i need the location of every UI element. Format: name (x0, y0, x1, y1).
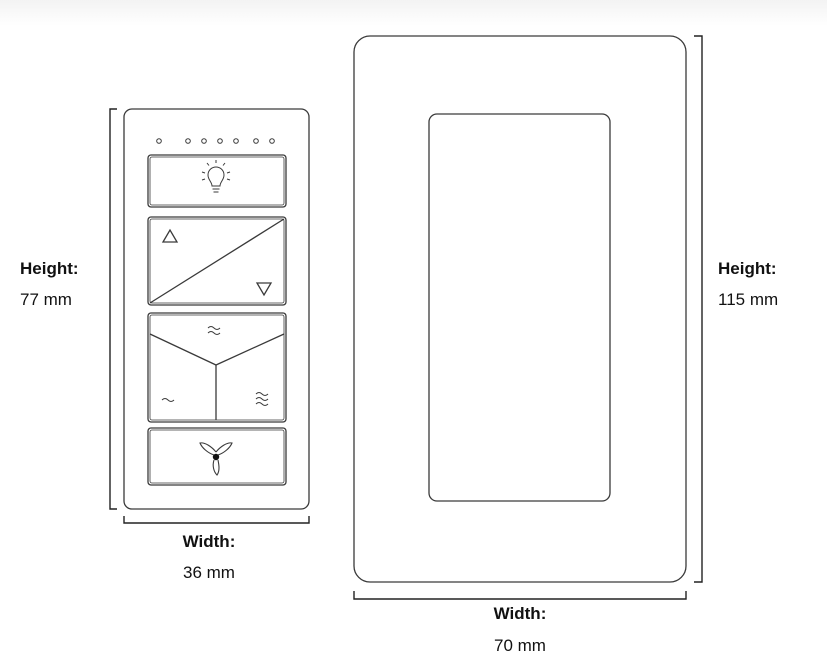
light-button[interactable] (147, 154, 287, 208)
wallplate-height-bracket (694, 35, 703, 583)
wallplate-width-bracket (353, 591, 687, 600)
indicator-dot (156, 138, 162, 144)
fan-button[interactable] (147, 427, 287, 486)
wallplate-outer (353, 35, 687, 583)
dimmer-rocker[interactable] (147, 216, 287, 306)
remote-width-value: 36 mm (183, 563, 235, 582)
remote-height-value: 77 mm (20, 290, 72, 309)
wave-medium-icon[interactable] (207, 326, 221, 335)
indicator-dots (156, 138, 275, 144)
wave-low-icon[interactable] (161, 398, 175, 402)
wallplate (353, 35, 687, 583)
fan-speed-pad[interactable] (147, 312, 287, 423)
wallplate-height-value: 115 mm (718, 290, 779, 309)
remote-width-bracket (123, 516, 310, 524)
wave-high-icon[interactable] (255, 392, 269, 406)
triangle-up-icon[interactable] (161, 228, 179, 243)
remote-width-label: Width: (182, 532, 236, 551)
wallplate-opening (428, 113, 611, 502)
indicator-dot (217, 138, 223, 144)
indicator-dot (201, 138, 207, 144)
indicator-dot (253, 138, 259, 144)
remote-body (123, 108, 310, 510)
wallplate-width-label: Width: (493, 604, 547, 623)
top-shadow-band (0, 0, 827, 26)
wallplate-width-value: 70 mm (494, 636, 546, 655)
indicator-dot (269, 138, 275, 144)
indicator-dot (233, 138, 239, 144)
triangle-down-icon[interactable] (255, 282, 273, 297)
remote-height-label: Height: (20, 259, 79, 278)
wallplate-height-label: Height: (718, 259, 777, 278)
remote-height-bracket (109, 108, 117, 510)
lightbulb-icon (201, 160, 231, 193)
indicator-dot (185, 138, 191, 144)
fan-icon (199, 442, 233, 476)
remote-device (123, 108, 310, 510)
